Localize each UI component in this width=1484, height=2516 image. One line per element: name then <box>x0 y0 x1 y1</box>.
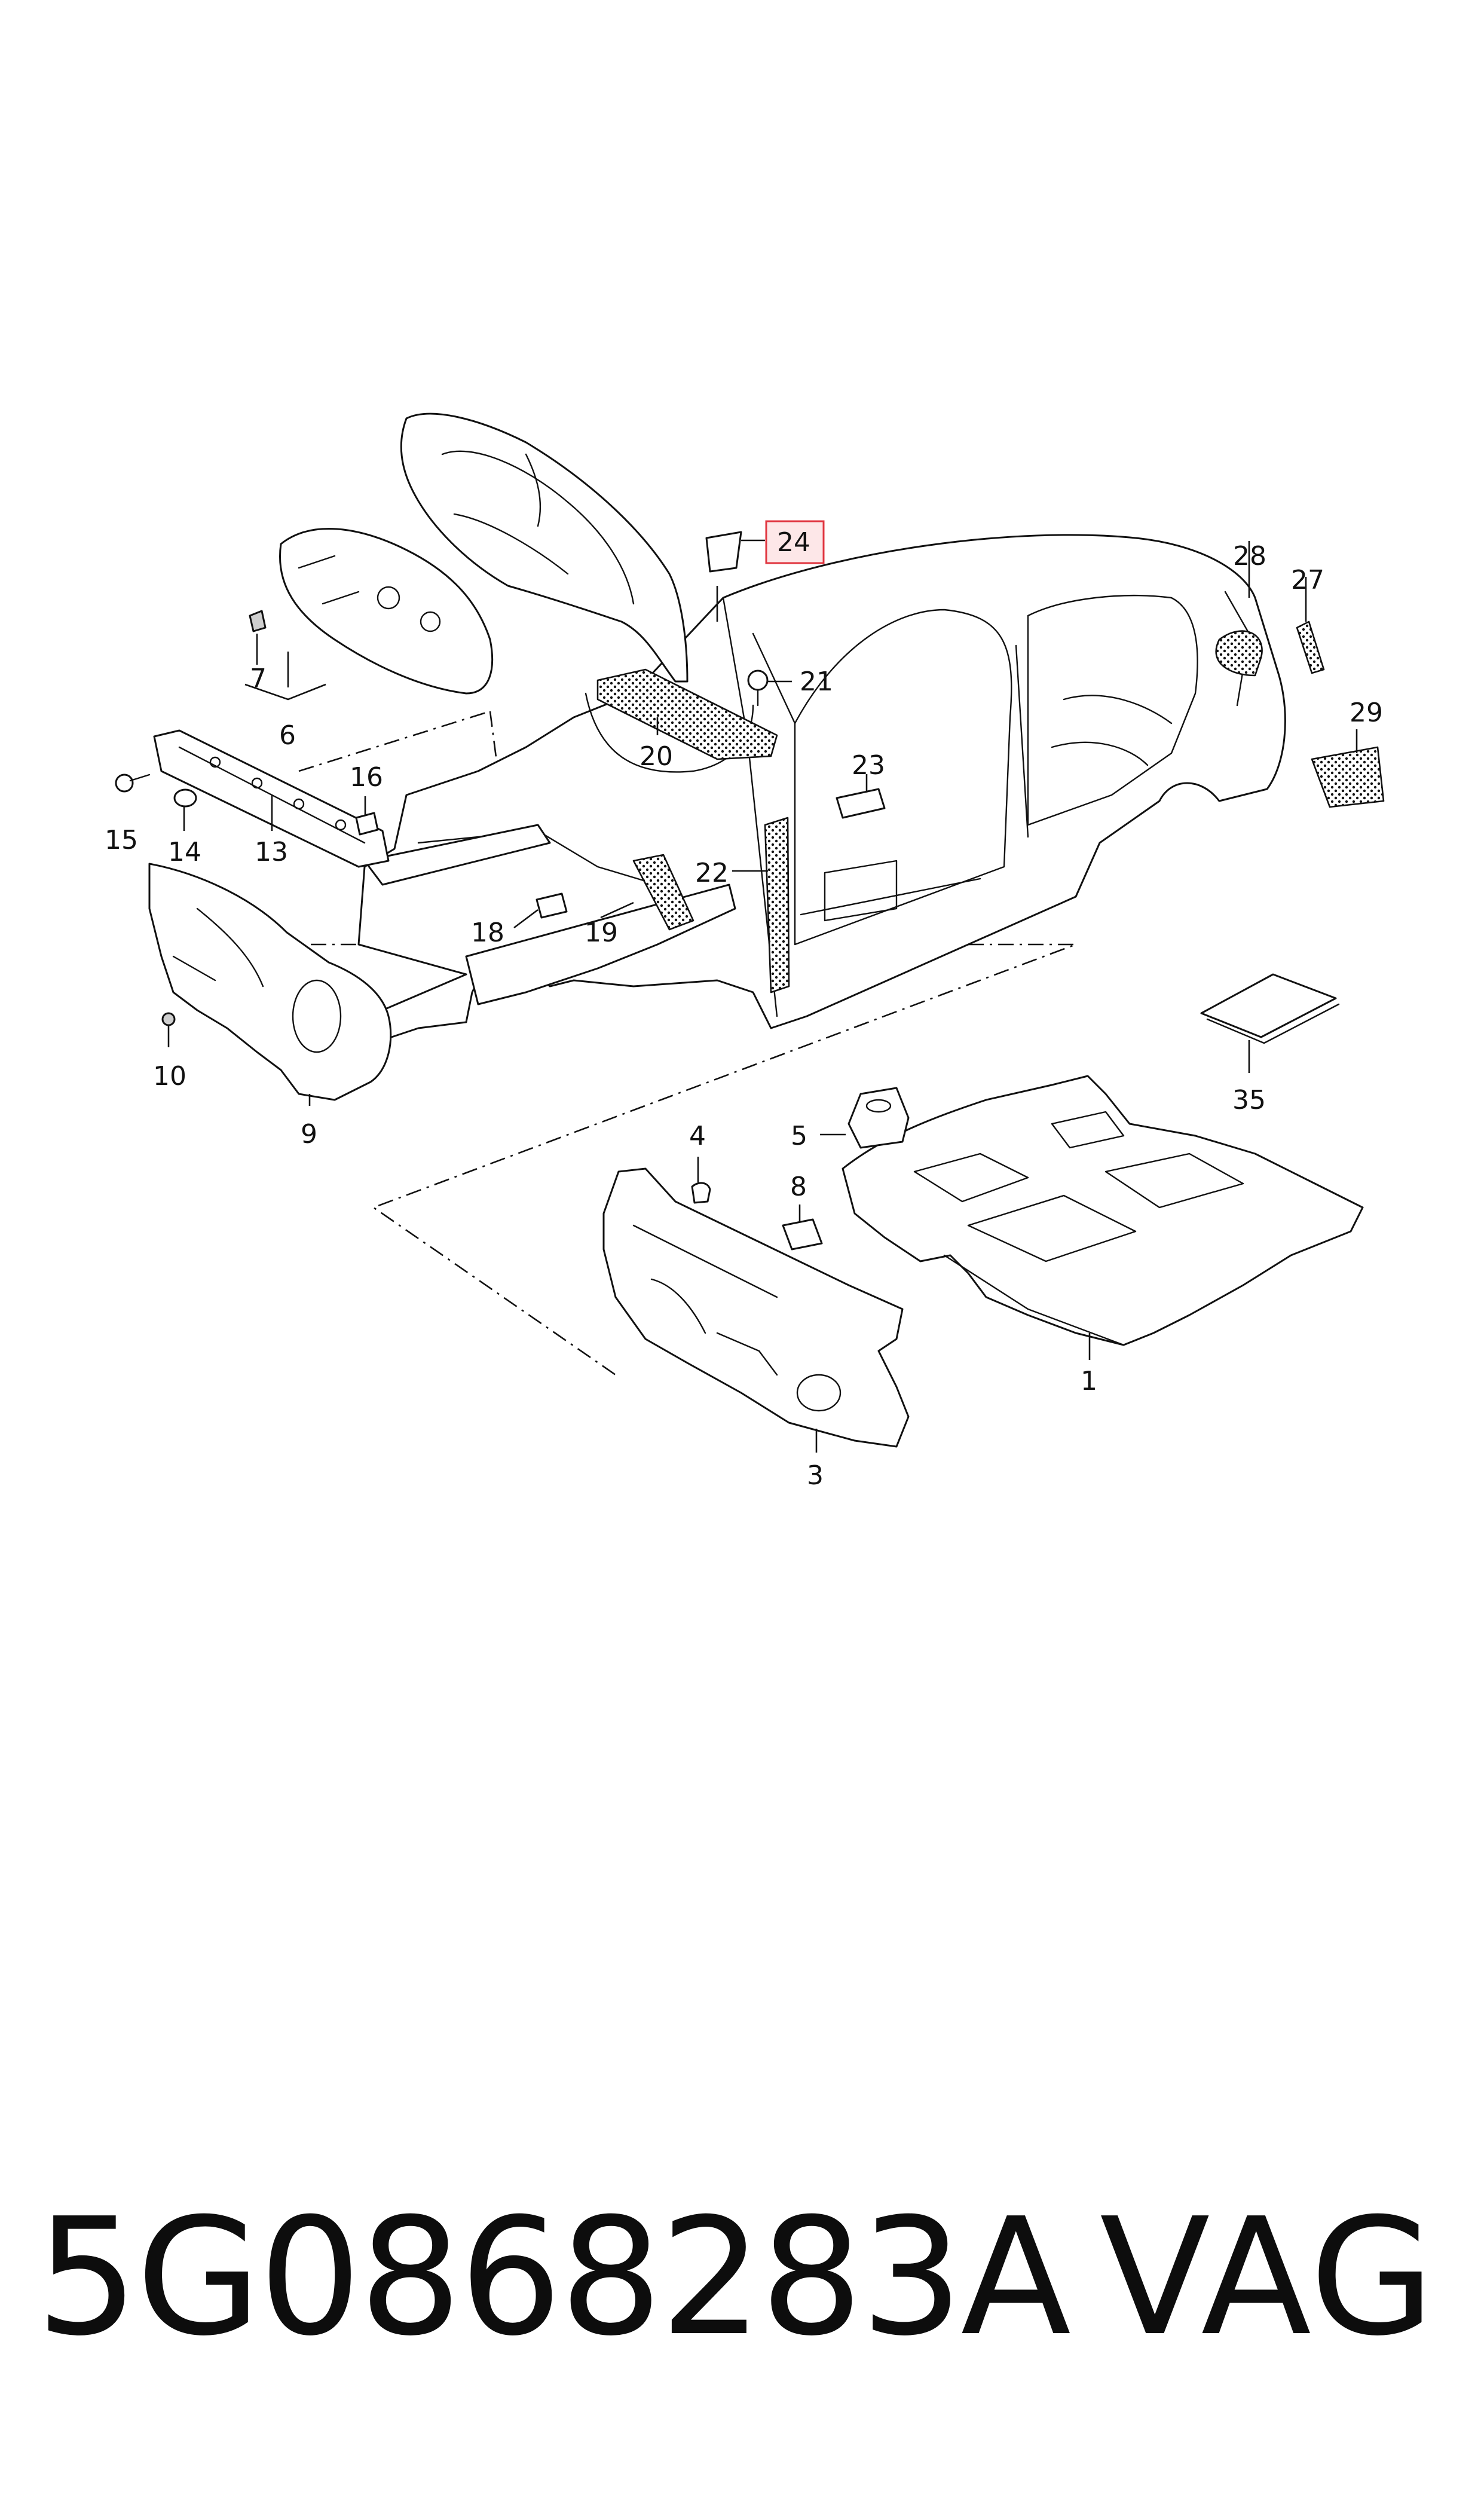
callout-22: 22 <box>695 858 729 888</box>
insulation-28 <box>1215 630 1263 677</box>
callout-27: 27 <box>1291 565 1324 595</box>
callout-6: 6 <box>279 720 296 751</box>
callout-labels: 1 3 4 5 6 7 8 9 10 13 14 15 16 18 19 20 … <box>105 527 1383 1491</box>
a-pillar-insulation-22 <box>764 817 790 993</box>
callout-29: 29 <box>1350 698 1383 728</box>
engine-bay-insulation <box>148 863 392 1101</box>
callout-13: 13 <box>255 837 288 867</box>
hood <box>400 412 689 683</box>
screw-15 <box>115 774 151 793</box>
callout-21: 21 <box>800 667 833 697</box>
callout-35: 35 <box>1232 1085 1266 1115</box>
insulation-29 <box>1311 746 1385 808</box>
insulation-piece-24 <box>705 531 742 573</box>
floor-carpet <box>842 1075 1364 1346</box>
clip-16 <box>355 812 379 836</box>
hood-insulation-pad <box>279 528 494 695</box>
callout-5: 5 <box>791 1121 807 1151</box>
callout-3: 3 <box>807 1460 824 1491</box>
callout-16: 16 <box>350 762 383 793</box>
callout-15: 15 <box>105 825 138 855</box>
cowl-insulation-mat <box>596 668 778 760</box>
bracket-8 <box>782 1218 823 1251</box>
pad-18 <box>536 892 568 919</box>
callout-14: 14 <box>168 837 201 867</box>
damper-5 <box>847 1087 910 1149</box>
callout-10: 10 <box>153 1061 186 1092</box>
damper-pad-23 <box>836 788 886 819</box>
clip-10 <box>161 1012 176 1026</box>
leader-lines <box>167 539 1358 1453</box>
callout-9: 9 <box>301 1119 317 1150</box>
callout-8: 8 <box>790 1172 807 1202</box>
wheelhouse-pad-19 <box>632 854 694 931</box>
grommet-14 <box>173 788 197 808</box>
callout-23: 23 <box>852 750 885 781</box>
insulation-27 <box>1296 620 1325 674</box>
callout-28: 28 <box>1233 541 1266 571</box>
footer: 5G0868283A VAG <box>0 2188 1484 2367</box>
pad-35 <box>1200 973 1340 1044</box>
dash-panel-insulation <box>602 1167 910 1448</box>
callout-20: 20 <box>640 741 673 772</box>
callout-24: 24 <box>777 527 810 558</box>
clip-7 <box>249 610 267 632</box>
callout-4: 4 <box>689 1121 706 1151</box>
callout-18: 18 <box>471 918 504 948</box>
highlight-box-24 <box>765 520 825 564</box>
brand-name: VAG <box>1100 2183 1436 2371</box>
clip-21 <box>747 669 769 707</box>
clip-4 <box>691 1182 711 1204</box>
callout-7: 7 <box>250 664 267 694</box>
car-body-shell <box>357 534 1286 1041</box>
callout-1: 1 <box>1081 1366 1097 1396</box>
callout-19: 19 <box>585 918 618 948</box>
part-number: 5G0868283A <box>36 2183 1071 2371</box>
